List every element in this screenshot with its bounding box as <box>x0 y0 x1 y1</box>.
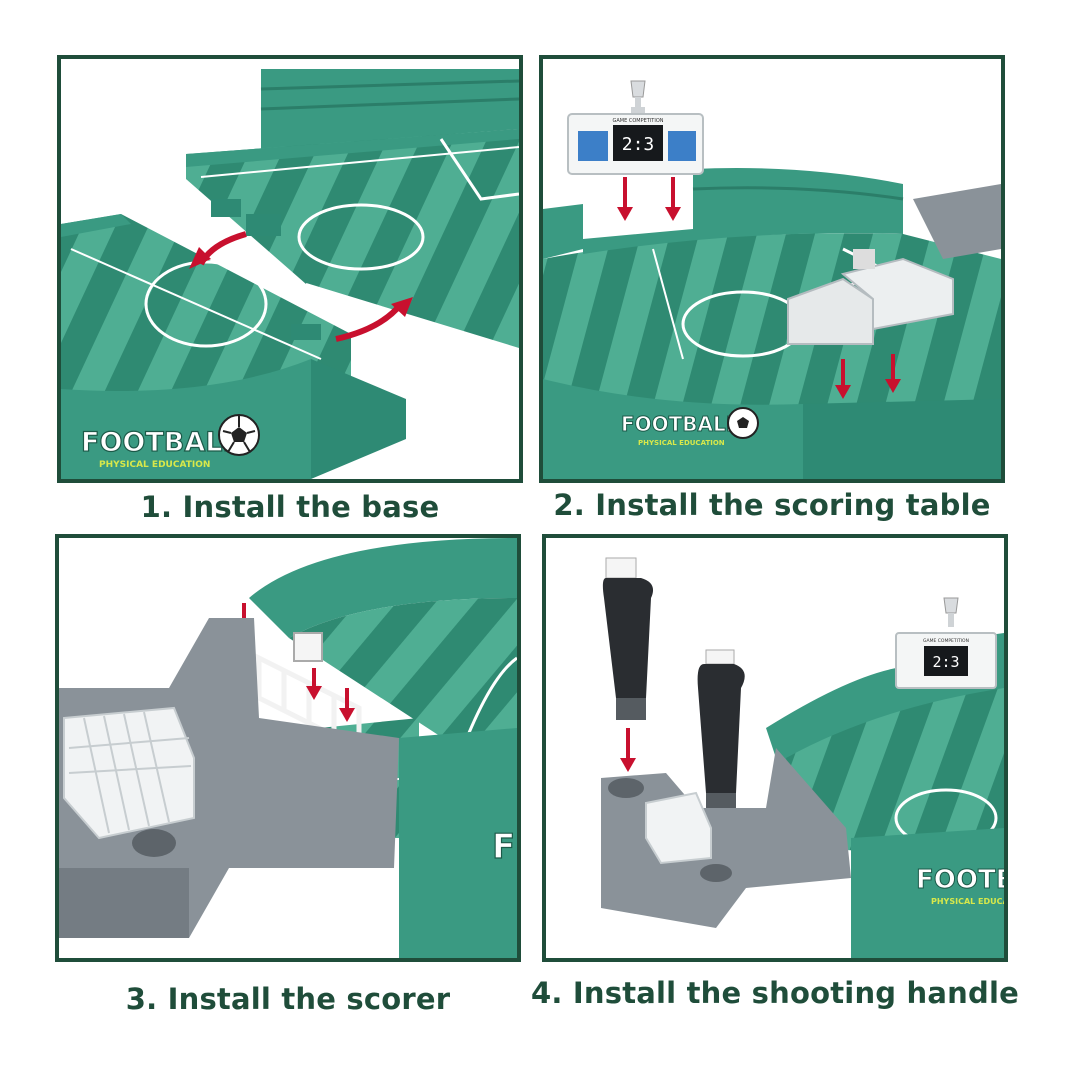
scoreboard: 2:3 GAME COMPETITION <box>895 597 997 689</box>
goal-net <box>63 706 195 840</box>
football-logo: FOOTBALL <box>81 427 240 458</box>
field-upper <box>186 129 519 349</box>
shooting-handle-illustration: 2:3 GAME COMPETITION <box>601 557 1004 958</box>
arrow-icon <box>617 177 681 221</box>
shooting-handle <box>697 649 745 813</box>
step-1-caption: 1. Install the base <box>140 490 440 524</box>
logo-subtitle: PHYSICAL EDUCA <box>931 897 1004 906</box>
grey-base <box>59 618 399 938</box>
step-2-image: 2:3 GAME COMPETITION <box>539 55 1005 483</box>
trophy-icon <box>630 80 646 113</box>
board-label: GAME COMPETITION <box>923 638 969 644</box>
logo-subtitle: PHYSICAL EDUCATION <box>99 460 210 470</box>
score-display: 2:3 <box>622 134 655 155</box>
goal-counter-tray <box>787 249 954 345</box>
board-label: GAME COMPETITION <box>612 118 663 124</box>
logo-subtitle: PHYSICAL EDUCATION <box>638 439 725 447</box>
trophy-icon <box>943 597 959 627</box>
football-logo: FOOTBA <box>916 865 1004 895</box>
step-4-image: 2:3 GAME COMPETITION <box>542 534 1008 962</box>
shooting-handle <box>602 557 654 720</box>
scorer-install-illustration: F <box>59 538 517 958</box>
scoreboard: 2:3 GAME COMPETITION <box>567 80 704 175</box>
grey-base <box>601 748 851 928</box>
football-logo: F <box>492 827 515 867</box>
soccer-ball-icon <box>218 414 260 456</box>
score-display: 2:3 <box>932 653 959 671</box>
step-3-caption: 3. Install the scorer <box>125 982 451 1016</box>
step-3-image: F <box>55 534 521 962</box>
scoring-table-illustration: 2:3 GAME COMPETITION <box>543 80 1001 479</box>
step-2-caption: 2. Install the scoring table <box>553 488 991 522</box>
arrow-icon <box>835 354 901 399</box>
football-logo: FOOTBALL <box>621 412 739 436</box>
step-4-caption: 4. Install the shooting handle <box>531 976 1019 1010</box>
step-1-image: FOOTBALL PHYSICAL EDUCATION <box>57 55 523 483</box>
base-install-illustration: FOOTBALL PHYSICAL EDUCATION <box>61 69 519 479</box>
soccer-ball-icon <box>727 407 759 439</box>
